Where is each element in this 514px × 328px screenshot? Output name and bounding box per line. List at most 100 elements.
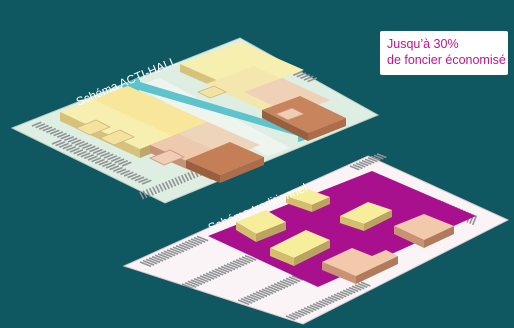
parking-stall: [31, 121, 42, 127]
parking-stall: [107, 155, 118, 161]
callout-line-1: Jusqu’à 30%: [387, 37, 459, 51]
parking-stall: [211, 269, 224, 276]
parking-stall: [303, 75, 314, 81]
acti-hall-arrow: [120, 76, 318, 142]
parking-stall: [361, 159, 372, 166]
parking-stall: [55, 141, 66, 147]
parking-stall: [238, 257, 251, 264]
parking-stall: [56, 132, 67, 138]
parking-stall: [196, 235, 209, 242]
parking-stall: [333, 293, 344, 299]
parking-stall: [85, 145, 96, 151]
parking-stall: [103, 153, 114, 159]
parking-stall: [142, 259, 155, 266]
parking-stall: [355, 162, 366, 168]
parking-stall: [339, 290, 350, 297]
parking-stall: [158, 183, 164, 192]
traditional-buildings: [236, 188, 454, 284]
parking-stall: [351, 285, 362, 291]
parking-stall: [109, 165, 120, 171]
parking-stall: [60, 134, 71, 140]
parking-stall: [154, 254, 167, 261]
parking-stall: [270, 284, 283, 291]
parking-stall: [208, 271, 221, 278]
parking-stall: [84, 153, 94, 160]
parking-stall: [264, 287, 277, 294]
parking-stall: [296, 72, 307, 78]
parking-stall: [252, 292, 265, 299]
parking-stall: [297, 309, 308, 316]
parking-stall: [187, 172, 193, 180]
traditional-building-3: [236, 210, 286, 242]
parking-stall: [121, 161, 132, 167]
parking-stall: [336, 292, 347, 298]
parking-stall: [175, 245, 188, 251]
parking-stall: [78, 142, 89, 148]
parking-stall: [123, 171, 134, 177]
traditional-building-5: [394, 214, 454, 248]
parking-stall: [267, 285, 280, 292]
parking-stall: [120, 169, 130, 176]
parking-stall: [166, 249, 179, 256]
parking-stall: [145, 258, 158, 265]
parking-stall: [112, 166, 123, 172]
parking-stall: [235, 258, 248, 265]
parking-stall: [155, 185, 161, 193]
parking-stall: [354, 284, 365, 290]
parking-stall: [232, 260, 245, 267]
parking-stall: [180, 174, 186, 183]
parking-stall: [300, 73, 310, 80]
parking-stall: [357, 282, 368, 289]
parking-stall: [102, 161, 112, 168]
parking-stall: [80, 152, 91, 158]
parking-stall: [151, 255, 164, 262]
parking-stall: [243, 296, 256, 303]
parking-stall: [190, 170, 196, 179]
parking-stall: [141, 179, 152, 185]
parking-stall: [184, 173, 190, 182]
parking-stall: [38, 124, 49, 130]
parking-stall: [223, 264, 236, 271]
parking-stall: [116, 168, 127, 174]
parking-stall: [312, 303, 323, 309]
parking-stall: [51, 139, 62, 145]
parking-stall: [261, 288, 274, 295]
parking-stall: [324, 297, 335, 303]
parking-stall: [255, 291, 268, 298]
callout-line-2: de foncier économisé: [387, 53, 506, 67]
parking-stall: [69, 147, 80, 153]
parking-stall: [98, 160, 109, 166]
parking-stall: [82, 143, 92, 150]
parking-stall: [220, 265, 233, 272]
parking-stall: [276, 281, 289, 288]
parking-stall: [303, 307, 314, 313]
parking-stall: [367, 157, 378, 163]
parking-stall: [258, 289, 271, 296]
parking-stall: [177, 176, 183, 184]
parking-stall: [321, 299, 332, 305]
parking-stall: [164, 181, 170, 190]
parking-stall: [307, 77, 318, 83]
parking-stall: [294, 311, 305, 317]
traditional-building-4: [270, 230, 330, 266]
parking-stall: [342, 289, 353, 295]
acti-hall-building-block-b: [180, 42, 346, 141]
parking-stall: [62, 144, 73, 150]
parking-stall: [360, 281, 371, 287]
parking-stall: [291, 274, 304, 281]
parking-stall: [114, 158, 125, 164]
parking-stall: [291, 312, 302, 318]
parking-stall: [282, 279, 295, 285]
parking-stall: [315, 301, 326, 307]
parking-stall: [205, 272, 218, 279]
parking-stall: [279, 280, 292, 287]
parking-stall: [171, 178, 177, 187]
parking-stall: [241, 256, 254, 263]
parking-stall: [160, 251, 173, 258]
parking-stall: [76, 150, 87, 156]
parking-stall: [349, 165, 360, 171]
parking-stall: [58, 142, 69, 148]
parking-stall: [330, 295, 341, 301]
